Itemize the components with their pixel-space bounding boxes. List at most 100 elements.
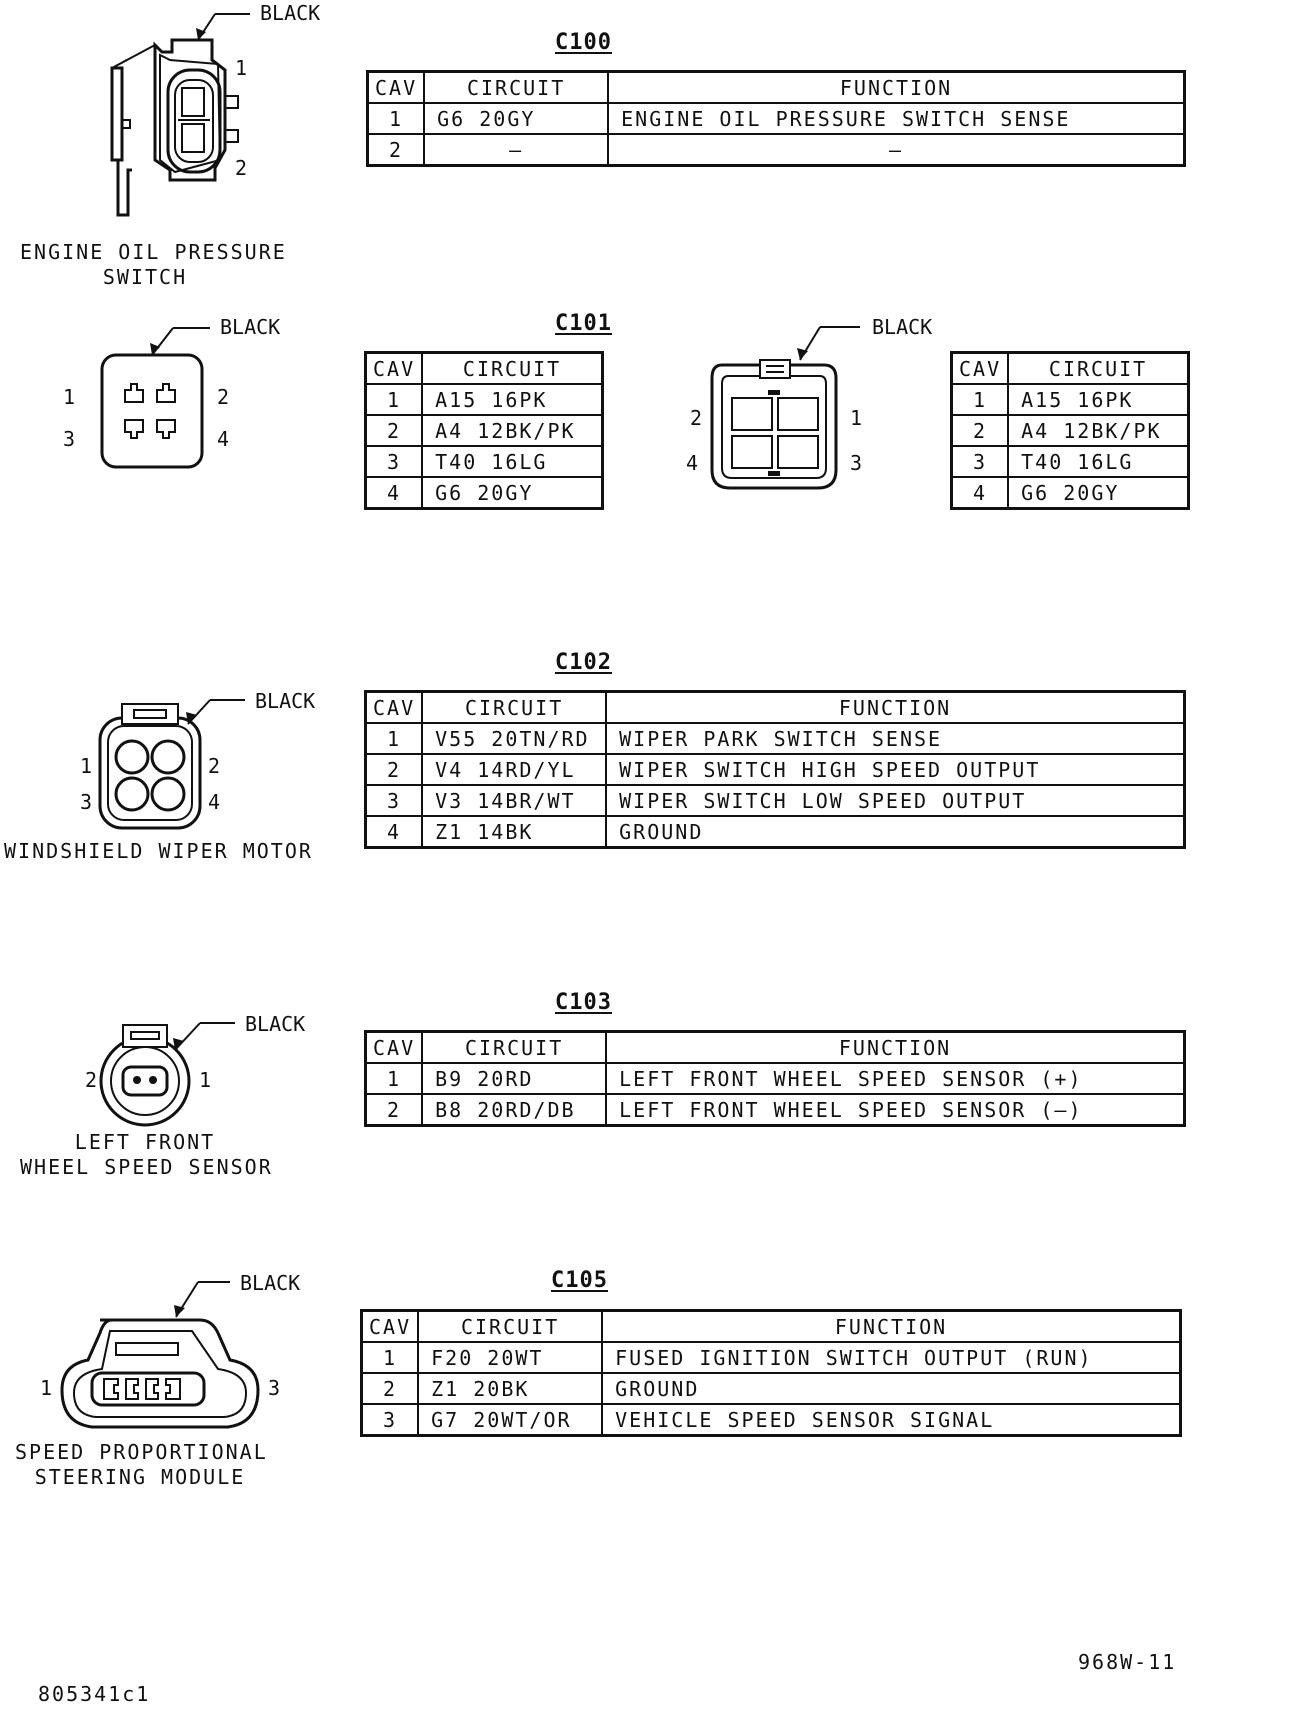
table-header-row: CAV CIRCUIT FUNCTION	[364, 690, 1187, 724]
c103-pin-1: 1	[199, 1068, 211, 1092]
cell-cav: 3	[364, 784, 424, 817]
c101-right-pin-2: 2	[690, 406, 702, 430]
cell-circuit: –	[423, 133, 610, 167]
cell-function: WIPER PARK SWITCH SENSE	[605, 722, 1187, 755]
cell-cav: 2	[366, 133, 426, 167]
c100-pin-2: 2	[235, 156, 247, 180]
header-function: FUNCTION	[607, 70, 1187, 104]
c103-connector-diagram: BLACK 2 1	[85, 1012, 305, 1127]
c105-black-label: BLACK	[240, 1271, 300, 1295]
cell-function: LEFT FRONT WHEEL SPEED SENSOR (–)	[605, 1093, 1187, 1127]
c101-connector-diagram-left: BLACK 1 2 3 4	[63, 315, 280, 469]
c103-pin-2: 2	[85, 1068, 97, 1092]
cell-circuit: V55 20TN/RD	[421, 722, 608, 755]
c102-pin-1: 1	[80, 754, 92, 778]
cell-circuit: A15 16PK	[1007, 383, 1191, 416]
cell-function: WIPER SWITCH LOW SPEED OUTPUT	[605, 784, 1187, 817]
cell-cav: 1	[364, 1062, 424, 1095]
cell-circuit: G6 20GY	[1007, 476, 1191, 510]
c102-pin-3: 3	[80, 790, 92, 814]
c102-caption: WINDSHIELD WIPER MOTOR	[4, 839, 313, 863]
c105-title: C105	[551, 1268, 608, 1293]
header-function: FUNCTION	[605, 1030, 1187, 1064]
cell-cav: 3	[950, 445, 1010, 478]
c101-pin-2: 2	[217, 385, 229, 409]
header-cav: CAV	[364, 690, 424, 724]
header-cav: CAV	[366, 70, 426, 104]
c102-black-label: BLACK	[255, 689, 315, 713]
cell-circuit: T40 16LG	[1007, 445, 1191, 478]
cell-cav: 4	[364, 476, 424, 510]
cell-circuit: Z1 14BK	[421, 815, 608, 849]
cell-circuit: V3 14BR/WT	[421, 784, 608, 817]
header-circuit: CIRCUIT	[421, 690, 608, 724]
table-header-row: CAV CIRCUIT	[364, 351, 605, 385]
c101-black-label-right: BLACK	[872, 315, 932, 339]
header-circuit: CIRCUIT	[1007, 351, 1191, 385]
header-function: FUNCTION	[605, 690, 1187, 724]
cell-cav: 4	[364, 815, 424, 849]
c105-pin-3: 3	[268, 1376, 280, 1400]
cell-function: LEFT FRONT WHEEL SPEED SENSOR (+)	[605, 1062, 1187, 1095]
c103-title: C103	[555, 990, 612, 1015]
c105-connector-diagram: BLACK 1 3	[40, 1271, 300, 1429]
c102-pin-4: 4	[208, 790, 220, 814]
header-circuit: CIRCUIT	[417, 1309, 604, 1343]
c101-connector-diagram-right: BLACK 2 1 4 3	[686, 315, 932, 490]
cell-function: –	[607, 133, 1187, 167]
c102-title: C102	[555, 650, 612, 675]
c101-pin-1: 1	[63, 385, 75, 409]
c101-right-pin-1: 1	[850, 406, 862, 430]
cell-cav: 1	[360, 1341, 420, 1374]
c105-caption: SPEED PROPORTIONAL STEERING MODULE	[15, 1440, 268, 1489]
cell-circuit: F20 20WT	[417, 1341, 604, 1374]
c101-pin-3: 3	[63, 427, 75, 451]
c101-pin-4: 4	[217, 427, 229, 451]
footer-page-code: 968W-11	[1078, 1650, 1177, 1674]
cell-circuit: B9 20RD	[421, 1062, 608, 1095]
c102-pin-2: 2	[208, 754, 220, 778]
header-cav: CAV	[360, 1309, 420, 1343]
cell-circuit: A15 16PK	[421, 383, 605, 416]
c100-black-label: BLACK	[260, 1, 320, 25]
c103-black-label: BLACK	[245, 1012, 305, 1036]
cell-cav: 1	[366, 102, 426, 135]
cell-cav: 3	[360, 1403, 420, 1437]
cell-cav: 3	[364, 445, 424, 478]
table-header-row: CAV CIRCUIT FUNCTION	[366, 70, 1187, 104]
cell-cav: 1	[364, 383, 424, 416]
header-circuit: CIRCUIT	[423, 70, 610, 104]
cell-circuit: Z1 20BK	[417, 1372, 604, 1405]
footer-drawing-id: 805341c1	[38, 1682, 151, 1706]
header-function: FUNCTION	[601, 1309, 1183, 1343]
cell-circuit: G6 20GY	[421, 476, 605, 510]
c102-connector-diagram: BLACK 1 2 3 4	[80, 689, 315, 830]
c105-pin-1: 1	[40, 1376, 52, 1400]
header-circuit: CIRCUIT	[421, 351, 605, 385]
cell-function: GROUND	[601, 1372, 1183, 1405]
table-row: 2 – –	[366, 133, 1187, 167]
c100-table: CAV CIRCUIT FUNCTION 1 G6 20GY ENGINE OI…	[366, 70, 1187, 167]
cell-function: FUSED IGNITION SWITCH OUTPUT (RUN)	[601, 1341, 1183, 1374]
cell-circuit: G7 20WT/OR	[417, 1403, 604, 1437]
c101-right-pin-4: 4	[686, 451, 698, 475]
c103-caption: LEFT FRONT WHEEL SPEED SENSOR	[20, 1130, 273, 1179]
cell-circuit: G6 20GY	[423, 102, 610, 135]
c100-pin-1: 1	[235, 56, 247, 80]
table-header-row: CAV CIRCUIT FUNCTION	[364, 1030, 1187, 1064]
